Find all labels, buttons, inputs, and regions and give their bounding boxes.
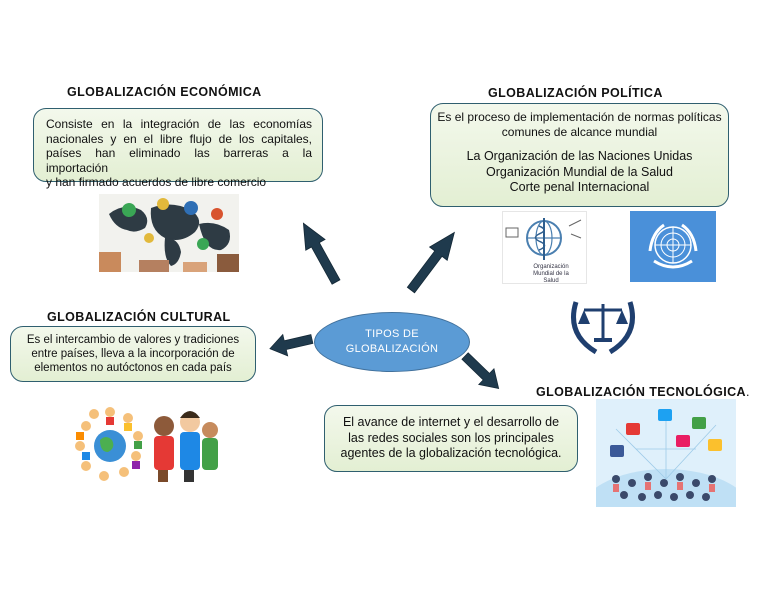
scales-icon — [571, 301, 635, 355]
who-caption-line: Organización — [533, 264, 569, 270]
title-politica: GLOBALIZACIÓN POLÍTICA — [488, 86, 663, 100]
cultural-line: entre países, lleva a la incorporación d… — [31, 348, 235, 360]
world-business-icon — [99, 194, 239, 272]
arrow-cultural — [266, 327, 315, 360]
title-cultural: GLOBALIZACIÓN CULTURAL — [47, 310, 231, 324]
box-economica: Consiste en la integración de las econom… — [33, 108, 323, 189]
politica-org: Corte penal Internacional — [509, 180, 650, 194]
arrow-tecnologica — [456, 347, 507, 397]
center-node: TIPOS DE GLOBALIZACIÓN — [314, 312, 470, 372]
tecnologica-image — [596, 399, 736, 507]
economica-line: y han firmado acuerdos de libre comercio — [46, 175, 267, 189]
tecnologica-line: agentes de la globalización tecnológica. — [340, 446, 562, 460]
box-politica: Es el proceso de implementación de norma… — [430, 103, 729, 207]
tecnologica-line: El avance de internet y el desarrollo de — [342, 415, 560, 429]
children-globe-icon — [75, 407, 218, 482]
cultural-line: Es el intercambio de valores y tradicion… — [26, 334, 240, 346]
economica-line: nacionales y en el libre flujo de los ca… — [46, 131, 312, 146]
center-line: TIPOS DE — [365, 328, 419, 340]
arrow-economica — [293, 217, 347, 288]
politica-line: comunes de alcance mundial — [501, 124, 658, 139]
icc-emblem — [564, 288, 642, 358]
cultural-line: elementos no autóctonos en cada país — [34, 362, 232, 374]
cultural-image — [72, 396, 222, 486]
politica-line: Es el proceso de implementación de norma… — [437, 110, 722, 124]
box-cultural: Es el intercambio de valores y tradicion… — [10, 326, 256, 382]
economica-image — [99, 194, 239, 272]
center-line: GLOBALIZACIÓN — [345, 343, 439, 355]
who-caption-line: Mundial de la Salud — [533, 271, 569, 284]
box-tecnologica: El avance de internet y el desarrollo de… — [324, 405, 578, 472]
politica-org: Organización Mundial de la Salud — [486, 164, 673, 179]
title-tecnologica-suffix: . — [746, 385, 750, 399]
un-emblem-icon — [648, 223, 698, 269]
who-logo: Organización Mundial de la Salud — [502, 211, 587, 284]
title-tecnologica: GLOBALIZACIÓN TECNOLÓGICA. — [536, 385, 750, 399]
who-caption: Organización Mundial de la Salud — [531, 264, 571, 284]
title-economica: GLOBALIZACIÓN ECONÓMICA — [67, 85, 262, 99]
title-tecnologica-text: GLOBALIZACIÓN TECNOLÓGICA — [536, 385, 746, 399]
tecnologica-line: las redes sociales son los principales — [348, 430, 554, 445]
arrow-politica — [401, 225, 464, 298]
economica-line: Consiste en la integración de las econom… — [46, 117, 312, 131]
un-flag — [630, 211, 716, 282]
who-emblem-icon — [505, 218, 582, 260]
social-network-icon — [596, 409, 736, 507]
economica-line: países han eliminado las barreras a la i… — [46, 146, 312, 175]
politica-org: La Organización de las Naciones Unidas — [466, 149, 693, 163]
